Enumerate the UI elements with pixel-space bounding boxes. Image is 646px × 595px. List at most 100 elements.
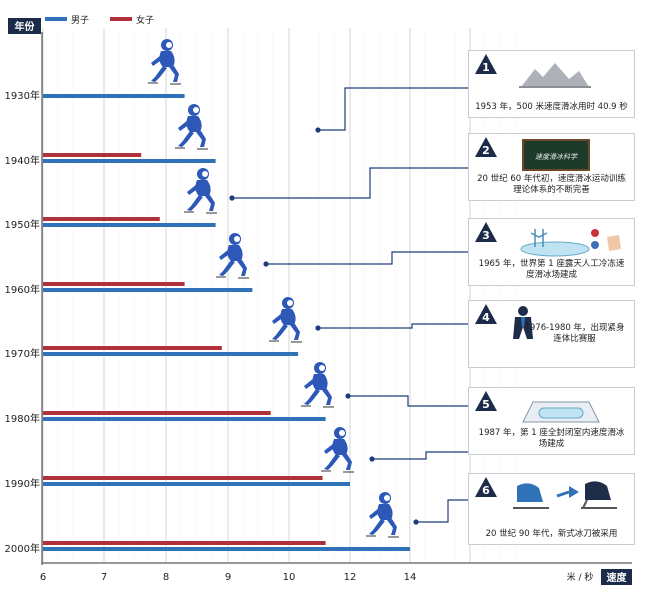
skater-face — [193, 107, 199, 113]
arrow-head — [569, 486, 579, 498]
connector-5b — [372, 451, 470, 460]
skater-body — [332, 439, 348, 455]
annotation-text-6: 20 世纪 90 年代，新式冰刀被采用 — [485, 529, 618, 539]
skater-body — [195, 180, 211, 196]
skater-leg-back — [272, 324, 288, 340]
skater-leg-back — [151, 66, 167, 82]
clap-skate-icon — [513, 481, 617, 509]
skater-arm — [178, 120, 190, 131]
skater-face — [234, 236, 240, 242]
skater-arm — [219, 249, 231, 260]
skater-icon-4 — [269, 297, 302, 343]
connector-1 — [318, 87, 470, 131]
x-axis-label: 速度 — [607, 571, 628, 584]
skater-arm — [369, 508, 381, 519]
skater-arm — [187, 184, 199, 195]
skate-boot-right — [585, 481, 611, 500]
hand-shape — [607, 235, 621, 251]
bar-male-6 — [43, 482, 350, 486]
bar-male-7 — [43, 547, 410, 551]
bar-female-3 — [43, 282, 185, 286]
rink-ice — [520, 241, 590, 257]
annotation-text-3: 1965 年，世界第 1 座露天人工冷冻速度滑冰场建成 — [478, 259, 625, 280]
skater-icon-1 — [175, 104, 208, 150]
skater-icon-3 — [216, 233, 249, 279]
triangle-badge-icon: 1 — [475, 54, 497, 74]
triangle-badge-icon: 3 — [475, 222, 497, 242]
ice-mountain-icon — [519, 63, 591, 88]
skater-face — [319, 365, 325, 371]
blackboard-frame — [522, 139, 590, 171]
bar-male-2 — [43, 223, 216, 227]
connector-dot-6 — [413, 519, 419, 525]
skater-leg-front — [205, 195, 215, 211]
skater-body — [186, 116, 202, 132]
legend: 男子女子 — [45, 14, 154, 26]
annotation-number-6: 6 — [482, 484, 490, 497]
legend-label-1: 女子 — [136, 14, 154, 26]
bar-female-7 — [43, 541, 326, 545]
coolant-pipes — [530, 229, 548, 247]
triangle-badge-icon: 6 — [475, 477, 497, 497]
y-tick-label-1: 1940年 — [5, 154, 40, 167]
skater-leg-back — [219, 260, 235, 276]
y-tick-label-7: 2000年 — [5, 542, 40, 555]
skater-arm — [324, 443, 336, 454]
connector-2 — [232, 167, 470, 199]
bar-male-1 — [43, 159, 216, 163]
skater-leg-front — [322, 389, 332, 405]
indoor-rink-icon — [522, 401, 600, 423]
y-tick-label-6: 1990年 — [5, 477, 40, 490]
skater-leg-front — [196, 131, 206, 147]
skater-leg-front — [237, 260, 247, 276]
bar-male-0 — [43, 94, 185, 98]
y-tick-label-5: 1980年 — [5, 412, 40, 425]
bar-female-4 — [43, 346, 222, 350]
legend-swatch-1 — [110, 17, 132, 21]
skater-arm — [272, 313, 284, 324]
x-tick-label-4: 10 — [283, 572, 296, 583]
triangle-shape — [475, 304, 497, 324]
blackboard-text: 速度滑冰科学 — [535, 153, 578, 161]
skater-leg-front — [342, 454, 352, 470]
annotation-number-3: 3 — [482, 229, 490, 242]
skater-face — [202, 171, 208, 177]
triangle-badge-icon: 2 — [475, 137, 497, 157]
bar-female-5 — [43, 411, 271, 415]
connector-dot-1 — [315, 127, 321, 133]
y-axis-badge — [8, 18, 41, 34]
skate-blade-right — [581, 499, 617, 509]
skater-icon-7 — [366, 492, 399, 538]
x-tick-label-5: 12 — [344, 572, 357, 583]
y-tick-label-2: 1950年 — [5, 218, 40, 231]
y-axis-label: 年份 — [15, 20, 36, 33]
connector-6 — [416, 499, 470, 523]
bar-male-4 — [43, 352, 299, 356]
skinsuit-icon — [513, 306, 533, 339]
bar-female-1 — [43, 153, 142, 157]
x-tick-label-0: 6 — [40, 572, 46, 583]
x-tick-label-6: 14 — [404, 572, 417, 583]
skater-icon-0 — [148, 39, 181, 85]
connector-3 — [266, 251, 470, 265]
triangle-shape — [475, 477, 497, 497]
skater-face — [166, 42, 172, 48]
annotation-number-2: 2 — [482, 144, 490, 157]
x-axis-unit: 米 / 秒 — [567, 571, 594, 583]
skater-icon-2 — [184, 168, 217, 214]
skate-boot-left — [517, 483, 543, 502]
skater-body — [280, 309, 296, 325]
annotation-number-4: 4 — [482, 311, 490, 324]
skater-leg-back — [178, 131, 194, 147]
mountain-shape — [521, 63, 589, 87]
triangle-badge-icon: 4 — [475, 304, 497, 324]
connector-dot-5 — [345, 393, 351, 399]
x-tick-label-3: 9 — [225, 572, 231, 583]
triangle-shape — [475, 54, 497, 74]
legend-swatch-0 — [45, 17, 67, 21]
